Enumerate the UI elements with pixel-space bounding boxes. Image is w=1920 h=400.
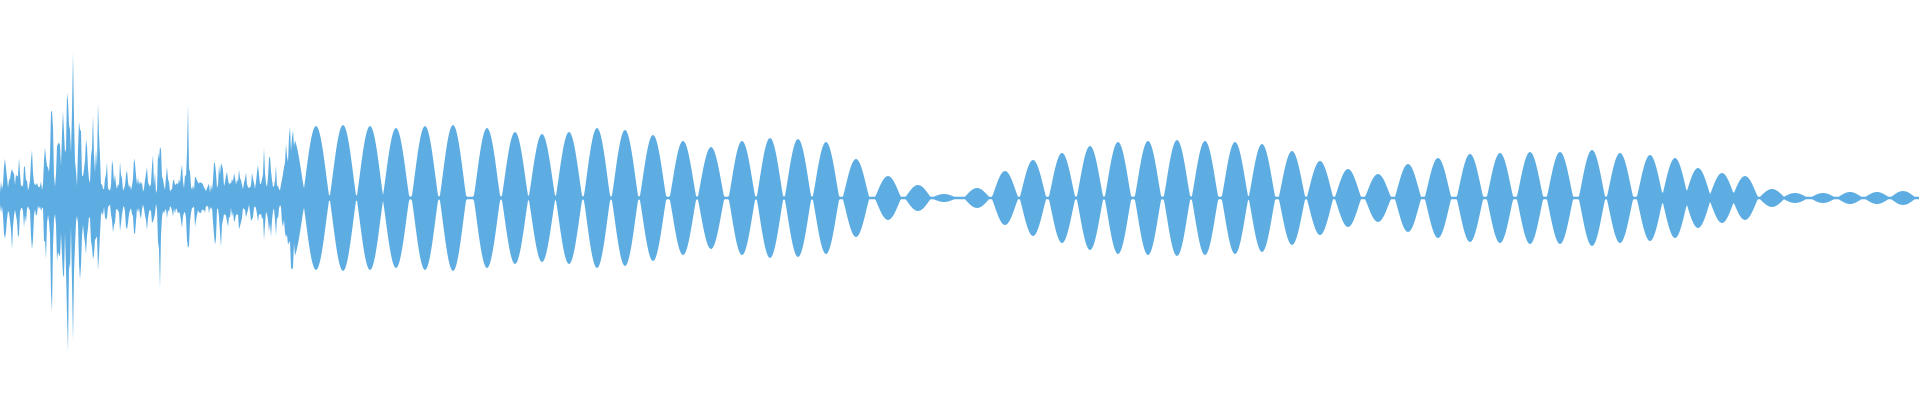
- waveform-fill: [0, 52, 1919, 352]
